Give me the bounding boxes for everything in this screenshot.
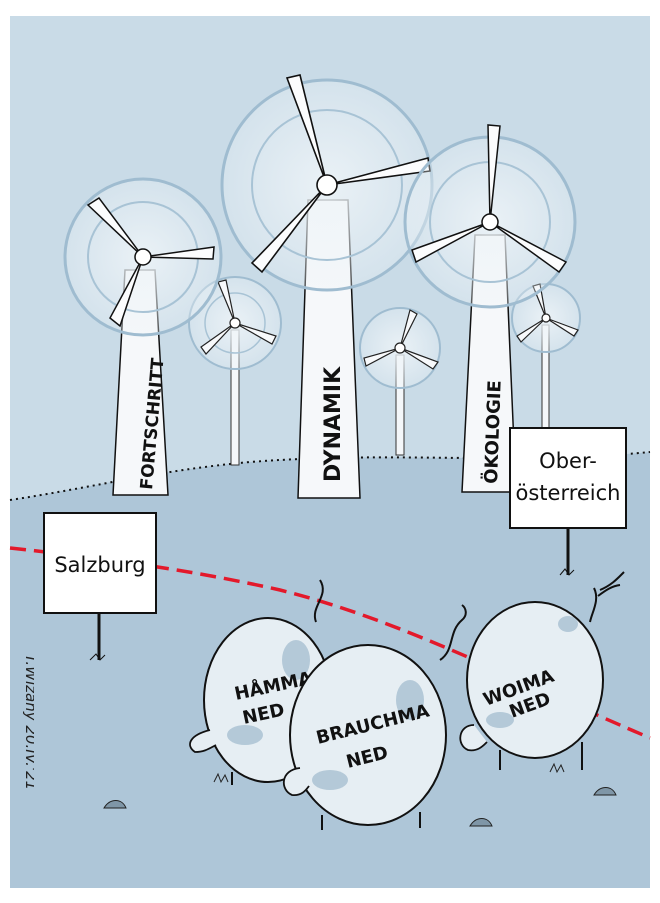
artist-signature: T.Wizany 20.IV.'21 [10, 650, 40, 850]
sign-oberoesterreich-line1: Ober- [539, 449, 597, 473]
turbine-small-1 [188, 276, 282, 466]
signature-text: T.Wizany 20.IV.'21 [22, 654, 34, 790]
ground-details [103, 762, 617, 827]
label-oekologie: ÖKOLOGIE [480, 380, 506, 484]
turbine-fortschritt [63, 177, 223, 496]
sign-salzburg-text: Salzburg [54, 553, 145, 577]
sign-oberoesterreich [509, 427, 627, 576]
turbine-dynamik [220, 74, 434, 499]
turbine-oekologie [403, 124, 577, 493]
label-dynamik: DYNAMIK [321, 366, 346, 482]
sign-salzburg [43, 512, 157, 661]
turbine-small-2 [359, 307, 441, 456]
sign-oberoesterreich-line2: österreich [516, 481, 621, 505]
pig-middle [283, 604, 467, 830]
pig-right [459, 571, 625, 770]
